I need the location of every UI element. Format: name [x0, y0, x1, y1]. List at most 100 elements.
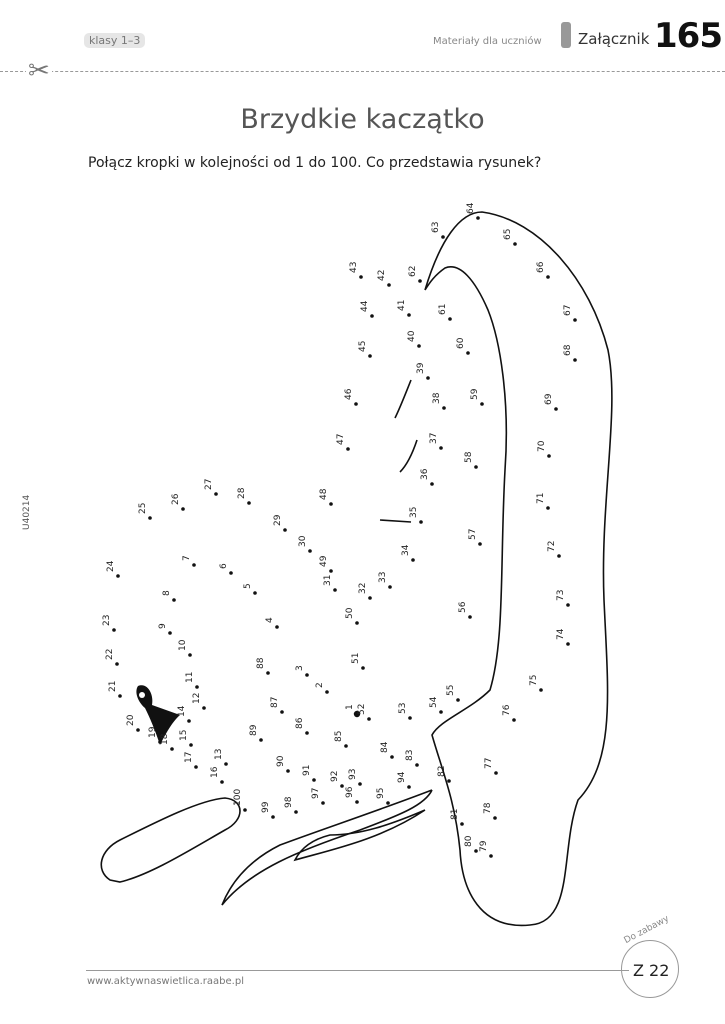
dot-label: 26 — [171, 493, 181, 505]
dot-label: 98 — [284, 796, 294, 808]
dot-42 — [387, 283, 391, 287]
dot-100 — [243, 808, 247, 812]
dot-93 — [358, 782, 362, 786]
dot-label: 45 — [358, 341, 368, 352]
dot-3 — [305, 673, 309, 677]
dot-label: 28 — [237, 487, 247, 499]
instruction-text: Połącz kropki w kolejności od 1 do 100. … — [88, 155, 542, 171]
dot-label: 65 — [503, 229, 513, 240]
dot-label: 1 — [345, 704, 355, 710]
dot-label: 29 — [273, 514, 283, 526]
dot-65 — [513, 242, 517, 246]
dot-89 — [259, 738, 263, 742]
dot-label: 81 — [450, 809, 460, 820]
attachment-label: Załącznik — [578, 30, 650, 48]
leaf-2 — [293, 809, 426, 862]
dot-label: 97 — [311, 788, 321, 799]
dot-95 — [386, 801, 390, 805]
dot-4 — [275, 625, 279, 629]
dot-17 — [194, 765, 198, 769]
dot-label: 27 — [204, 479, 214, 490]
dot-label: 37 — [429, 433, 439, 444]
dot-label: 33 — [378, 572, 388, 583]
dot-22 — [115, 662, 119, 666]
dot-58 — [474, 465, 478, 469]
dot-36 — [430, 482, 434, 486]
dot-label: 63 — [431, 222, 441, 233]
dot-label: 69 — [544, 393, 554, 405]
dot-label: 79 — [479, 840, 489, 852]
dot-49 — [329, 569, 333, 573]
dot-label: 75 — [529, 675, 539, 686]
dot-37 — [439, 446, 443, 450]
dot-label: 22 — [105, 649, 115, 660]
dot-label: 38 — [432, 392, 442, 404]
dot-90 — [286, 769, 290, 773]
dot-81 — [460, 822, 464, 826]
dot-label: 49 — [319, 555, 329, 567]
dot-19 — [158, 740, 162, 744]
dot-73 — [566, 603, 570, 607]
dot-label: 52 — [357, 704, 367, 715]
dot-25 — [148, 516, 152, 520]
dot-label: 34 — [401, 544, 411, 556]
swan-body-outline — [424, 211, 613, 927]
materials-label: Materiały dla uczniów — [433, 36, 542, 47]
dot-label: 23 — [102, 615, 112, 626]
dot-5 — [253, 591, 257, 595]
dot-63 — [441, 235, 445, 239]
dots-layer: 1234567891011121314151617181920212223242… — [102, 202, 577, 858]
dot-18 — [170, 747, 174, 751]
dot-59 — [480, 402, 484, 406]
dot-label: 60 — [456, 337, 466, 349]
dot-74 — [566, 642, 570, 646]
dot-26 — [181, 507, 185, 511]
dot-15 — [189, 743, 193, 747]
dot-label: 14 — [177, 705, 187, 717]
dot-label: 66 — [536, 261, 546, 273]
dot-label: 19 — [148, 726, 158, 738]
dot-label: 8 — [162, 590, 172, 596]
dot-label: 39 — [416, 362, 426, 374]
dot-label: 70 — [537, 440, 547, 452]
dot-label: 55 — [446, 685, 456, 696]
dot-label: 24 — [106, 560, 116, 572]
dot-33 — [388, 585, 392, 589]
dot-11 — [195, 685, 199, 689]
dot-label: 72 — [547, 541, 557, 552]
dot-label: 20 — [126, 714, 136, 726]
dot-31 — [333, 588, 337, 592]
dot-label: 67 — [563, 305, 573, 316]
dot-label: 6 — [219, 563, 229, 569]
dot-80 — [474, 849, 478, 853]
dot-71 — [546, 506, 550, 510]
dot-60 — [466, 351, 470, 355]
dot-75 — [539, 688, 543, 692]
dot-label: 44 — [360, 300, 370, 312]
dot-86 — [305, 731, 309, 735]
dot-label: 32 — [358, 583, 368, 594]
dot-label: 90 — [276, 755, 286, 767]
dot-label: 64 — [466, 202, 476, 214]
dot-label: 12 — [192, 693, 202, 704]
dot-label: 84 — [380, 741, 390, 753]
dot-label: 10 — [178, 639, 188, 651]
feather-capsule — [100, 797, 241, 883]
dot-62 — [418, 279, 422, 283]
dot-label: 59 — [470, 388, 480, 400]
dot-97 — [321, 801, 325, 805]
dot-label: 82 — [437, 766, 447, 777]
dot-44 — [370, 314, 374, 318]
dot-32 — [368, 596, 372, 600]
dot-85 — [344, 744, 348, 748]
footer-line — [86, 970, 629, 971]
grade-badge: klasy 1–3 — [84, 33, 146, 48]
dot-label: 100 — [233, 789, 243, 806]
dot-77 — [494, 771, 498, 775]
dot-label: 78 — [483, 802, 493, 814]
dot-53 — [408, 716, 412, 720]
dot-label: 94 — [397, 771, 407, 783]
dot-51 — [361, 666, 365, 670]
wing-line-3 — [379, 519, 412, 523]
